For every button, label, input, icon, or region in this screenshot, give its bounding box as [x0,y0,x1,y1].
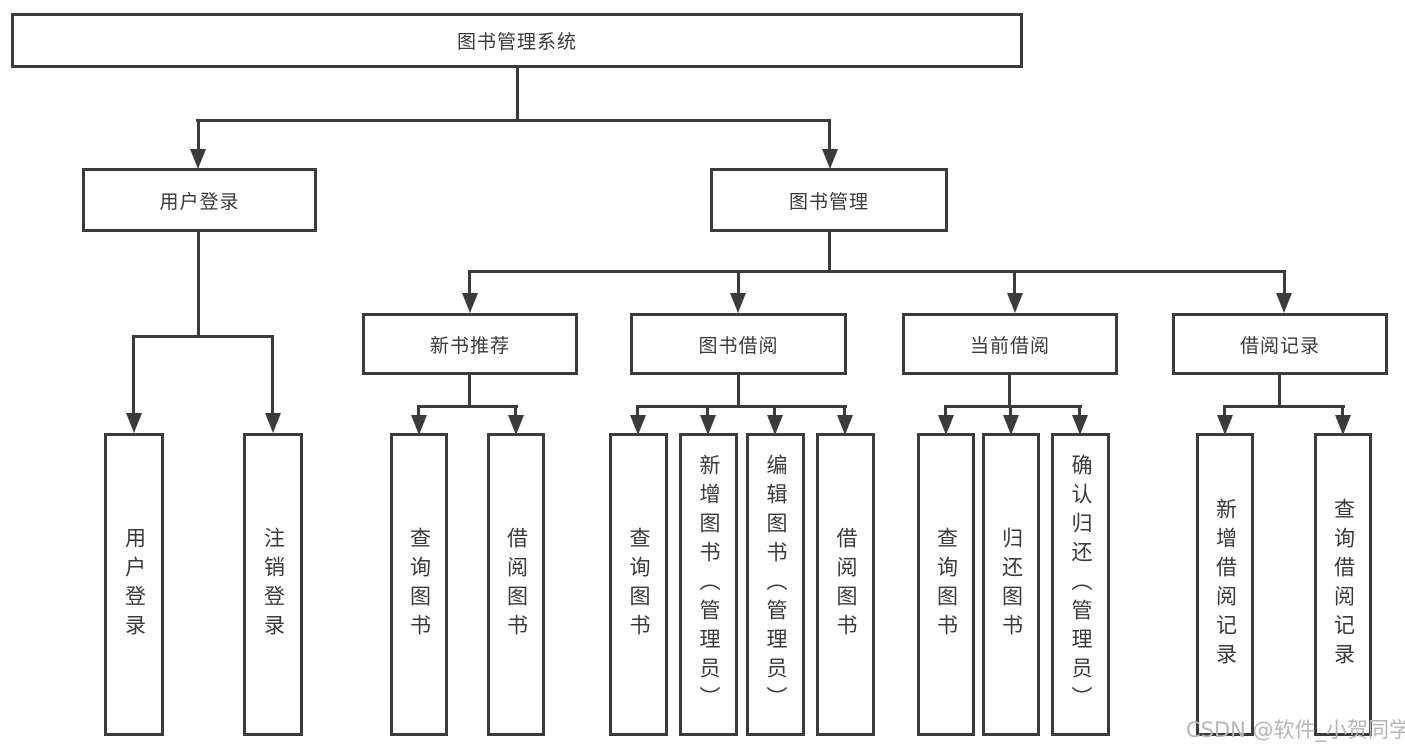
leaf-query-borrow-record: 查询借阅记录 [1314,433,1372,736]
leaf-user-login: 用户登录 [104,433,164,736]
arrowhead-down-icon [265,413,281,433]
arrowhead-down-icon [822,149,838,169]
node-user-login-label: 用户登录 [159,190,240,213]
connector-line [737,375,740,407]
leaf-edit-book-admin-label: 编辑图书（管理员） [764,454,788,715]
leaf-return-book-label: 归还图书 [999,526,1024,643]
arrowhead-down-icon [190,149,206,169]
arrowhead-down-icon [126,413,142,433]
arrowhead-down-icon [1217,415,1233,435]
leaf-add-borrow-record: 新增借阅记录 [1196,433,1254,736]
leaf-return-book: 归还图书 [982,433,1040,736]
connector-line [944,405,947,417]
node-new-book-recommend-label: 新书推荐 [429,334,510,357]
connector-line [196,119,831,122]
node-current-borrowing: 当前借阅 [902,313,1118,375]
connector-line [197,232,200,337]
arrowhead-down-icon [700,415,716,435]
leaf-query-borrow-record-label: 查询借阅记录 [1331,497,1356,672]
connector-line [737,270,740,295]
connector-line [468,375,471,407]
leaf-borrow-books-borrowing-label: 借阅图书 [834,526,858,643]
arrowhead-down-icon [462,293,478,313]
leaf-edit-book-admin: 编辑图书（管理员） [746,433,805,736]
connector-line [1278,375,1281,407]
arrowhead-down-icon [508,415,524,435]
arrowhead-down-icon [630,415,646,435]
connector-line [636,405,847,408]
arrowhead-down-icon [411,415,427,435]
connector-line [132,335,135,415]
leaf-logout: 注销登录 [243,433,303,736]
leaf-borrow-books-recommend: 借阅图书 [487,433,545,736]
connector-line [132,335,274,338]
connector-line [944,405,1082,408]
node-book-management-label: 图书管理 [788,190,869,213]
leaf-query-books-recommend: 查询图书 [390,433,448,736]
node-user-login: 用户登录 [82,168,317,232]
node-root-label: 图书管理系统 [456,31,577,53]
arrowhead-down-icon [1335,415,1351,435]
node-borrowing-records-label: 借阅记录 [1239,334,1320,357]
connector-line [417,405,420,417]
leaf-add-borrow-record-label: 新增借阅记录 [1213,497,1238,672]
arrowhead-down-icon [938,415,954,435]
connector-line [773,405,776,417]
connector-line [1223,405,1345,408]
leaf-logout-label: 注销登录 [261,526,286,643]
connector-line [636,405,639,417]
node-book-borrowing: 图书借阅 [630,313,847,375]
csdn-watermark: CSDN @软件_小贺同学 [1186,718,1405,742]
leaf-add-book-admin-label: 新增图书（管理员） [697,454,721,715]
connector-line [468,270,471,295]
connector-line [828,119,831,151]
connector-line [1009,405,1012,417]
connector-line [516,68,519,120]
connector-line [1341,405,1344,417]
connector-line [197,119,200,151]
node-root: 图书管理系统 [11,13,1023,68]
node-book-borrowing-label: 图书借阅 [698,334,779,357]
node-new-book-recommend: 新书推荐 [362,313,578,375]
connector-line [271,335,274,415]
leaf-user-login-label: 用户登录 [122,526,147,643]
leaf-query-books-current: 查询图书 [917,433,975,736]
arrowhead-down-icon [730,293,746,313]
connector-line [1283,270,1286,295]
connector-line [1013,270,1016,295]
leaf-query-books-borrowing: 查询图书 [609,433,668,736]
arrowhead-down-icon [1072,415,1088,435]
arrowhead-down-icon [837,415,853,435]
connector-line [843,405,846,417]
connector-line [706,405,709,417]
connector-line [417,405,518,408]
connector-line [514,405,517,417]
node-borrowing-records: 借阅记录 [1172,313,1388,375]
arrowhead-down-icon [1276,293,1292,313]
connector-line [828,232,831,272]
leaf-confirm-return-admin-label: 确认归还（管理员） [1069,454,1093,715]
leaf-borrow-books-recommend-label: 借阅图书 [504,526,529,643]
node-book-management: 图书管理 [710,168,948,232]
connector-line [1078,405,1081,417]
leaf-add-book-admin: 新增图书（管理员） [679,433,738,736]
arrowhead-down-icon [1007,293,1023,313]
leaf-query-books-current-label: 查询图书 [934,526,959,643]
connector-line [468,270,1286,273]
leaf-query-books-borrowing-label: 查询图书 [627,526,651,643]
leaf-borrow-books-borrowing: 借阅图书 [816,433,875,736]
leaf-confirm-return-admin: 确认归还（管理员） [1051,433,1110,736]
arrowhead-down-icon [1003,415,1019,435]
leaf-query-books-recommend-label: 查询图书 [407,526,432,643]
node-current-borrowing-label: 当前借阅 [969,334,1050,357]
arrowhead-down-icon [767,415,783,435]
connector-line [1223,405,1226,417]
connector-line [1008,375,1011,407]
